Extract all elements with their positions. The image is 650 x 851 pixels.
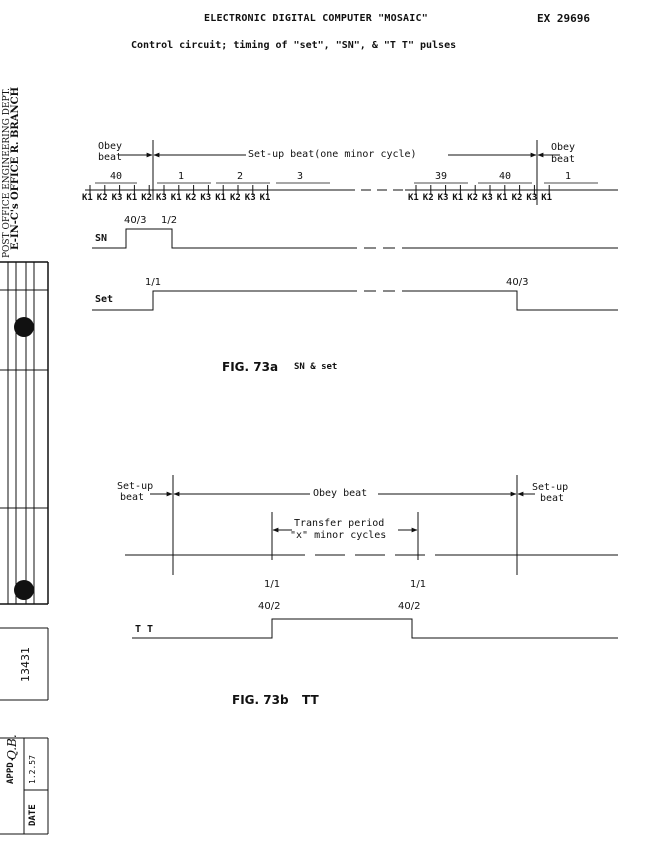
k-phase-label: K2 xyxy=(141,193,153,203)
obey-beat-left-label-1: Obey xyxy=(98,141,123,152)
minor-cycle-number: 1 xyxy=(564,171,573,182)
sn-end-mark: 1/2 xyxy=(161,215,178,226)
setup-beat-right-label-1: Set-up xyxy=(532,482,569,493)
k-phase-label: K1 xyxy=(541,193,553,203)
k-phase-label: K3 xyxy=(526,193,538,203)
k-phase-label: K1 xyxy=(82,193,93,203)
minor-cycle-number: 3 xyxy=(296,171,305,182)
k-ticks xyxy=(89,185,550,195)
tt-end-mark: 40/2 xyxy=(398,601,421,612)
k-phase-label: K2 xyxy=(511,193,523,203)
document-subtitle: Control circuit; timing of "set", "SN", … xyxy=(131,40,457,51)
k-phase-label: K3 xyxy=(244,193,256,203)
setup-beat-right-label-2: beat xyxy=(540,493,565,504)
transfer-start-mark: 1/1 xyxy=(264,579,281,590)
margin-ruled-block xyxy=(0,261,49,835)
k-phase-label: K1 xyxy=(452,193,464,203)
obey-beat-left-label-2: beat xyxy=(98,152,123,163)
fig-73a-diagram xyxy=(85,140,618,311)
setup-beat-left-label-1: Set-up xyxy=(117,481,154,492)
transfer-end-mark: 1/1 xyxy=(410,579,427,590)
fig-73a-caption-sub: SN & set xyxy=(294,362,338,372)
k-phase-label: K2 xyxy=(467,193,479,203)
fig-73b-diagram xyxy=(125,475,618,639)
minor-cycle-number: 40 xyxy=(109,171,124,182)
minor-cycle-number: 40 xyxy=(498,171,513,182)
k-phase-label: K1 xyxy=(126,193,138,203)
setup-beat-label: Set-up beat(one minor cycle) xyxy=(248,149,417,160)
punch-hole-bottom xyxy=(14,580,34,600)
sn-waveform-left xyxy=(92,228,345,249)
date-value: 1.2.57 xyxy=(28,755,37,784)
k-phase-label: K2 xyxy=(422,193,434,203)
minor-cycle-number: 1 xyxy=(177,171,186,182)
k-phase-label: K3 xyxy=(482,193,493,203)
minor-cycle-number: 39 xyxy=(434,171,449,182)
set-end-mark: 40/3 xyxy=(506,277,529,288)
k-phase-label: K1 xyxy=(496,193,508,203)
set-waveform-right xyxy=(410,290,618,311)
tt-start-mark: 40/2 xyxy=(258,601,281,612)
fig-73a-caption: FIG. 73a xyxy=(222,360,279,374)
minor-cycle-number: 2 xyxy=(236,171,245,182)
k-phase-label: K3 xyxy=(111,193,123,203)
document-title: ELECTRONIC DIGITAL COMPUTER "MOSAIC" xyxy=(204,13,428,24)
sn-start-mark: 40/3 xyxy=(124,215,147,226)
document-number: EX 29696 xyxy=(537,12,590,25)
punch-hole-top xyxy=(14,317,34,337)
k-phase-label: K2 xyxy=(96,193,108,203)
k-phase-label: K1 xyxy=(408,193,419,203)
k-phase-label: K2 xyxy=(230,193,241,203)
sn-signal-label: SN xyxy=(95,233,108,244)
set-start-mark: 1/1 xyxy=(145,277,162,288)
k-phase-label: K3 xyxy=(437,193,449,203)
transfer-cycles-label: "x" minor cycles xyxy=(290,530,387,541)
date-label: DATE xyxy=(28,804,38,826)
tt-signal-label: T T xyxy=(135,624,154,635)
k-phase-label: K2 xyxy=(185,193,197,203)
transfer-period-label: Transfer period xyxy=(294,518,385,529)
fig-73b-caption-sub: TT xyxy=(302,693,319,707)
set-waveform-left xyxy=(92,290,345,311)
approved-label: APPD. xyxy=(6,756,16,784)
approved-initials: Q.B. xyxy=(5,734,19,760)
obey-beat-right-label-1: Obey xyxy=(551,142,576,153)
k-phase-label: K1 xyxy=(170,193,182,203)
fig-73b-caption: FIG. 73b xyxy=(232,693,289,707)
k-phase-label: K3 xyxy=(200,193,212,203)
k-phase-label: K3 xyxy=(156,193,167,203)
tt-waveform xyxy=(132,618,618,639)
set-signal-label: Set xyxy=(95,294,114,305)
setup-beat-left-label-2: beat xyxy=(120,492,145,503)
obey-beat-right-label-2: beat xyxy=(551,154,576,165)
obey-beat-label: Obey beat xyxy=(313,488,368,499)
k-phase-label: K1 xyxy=(259,193,271,203)
k-phase-label: K1 xyxy=(215,193,227,203)
